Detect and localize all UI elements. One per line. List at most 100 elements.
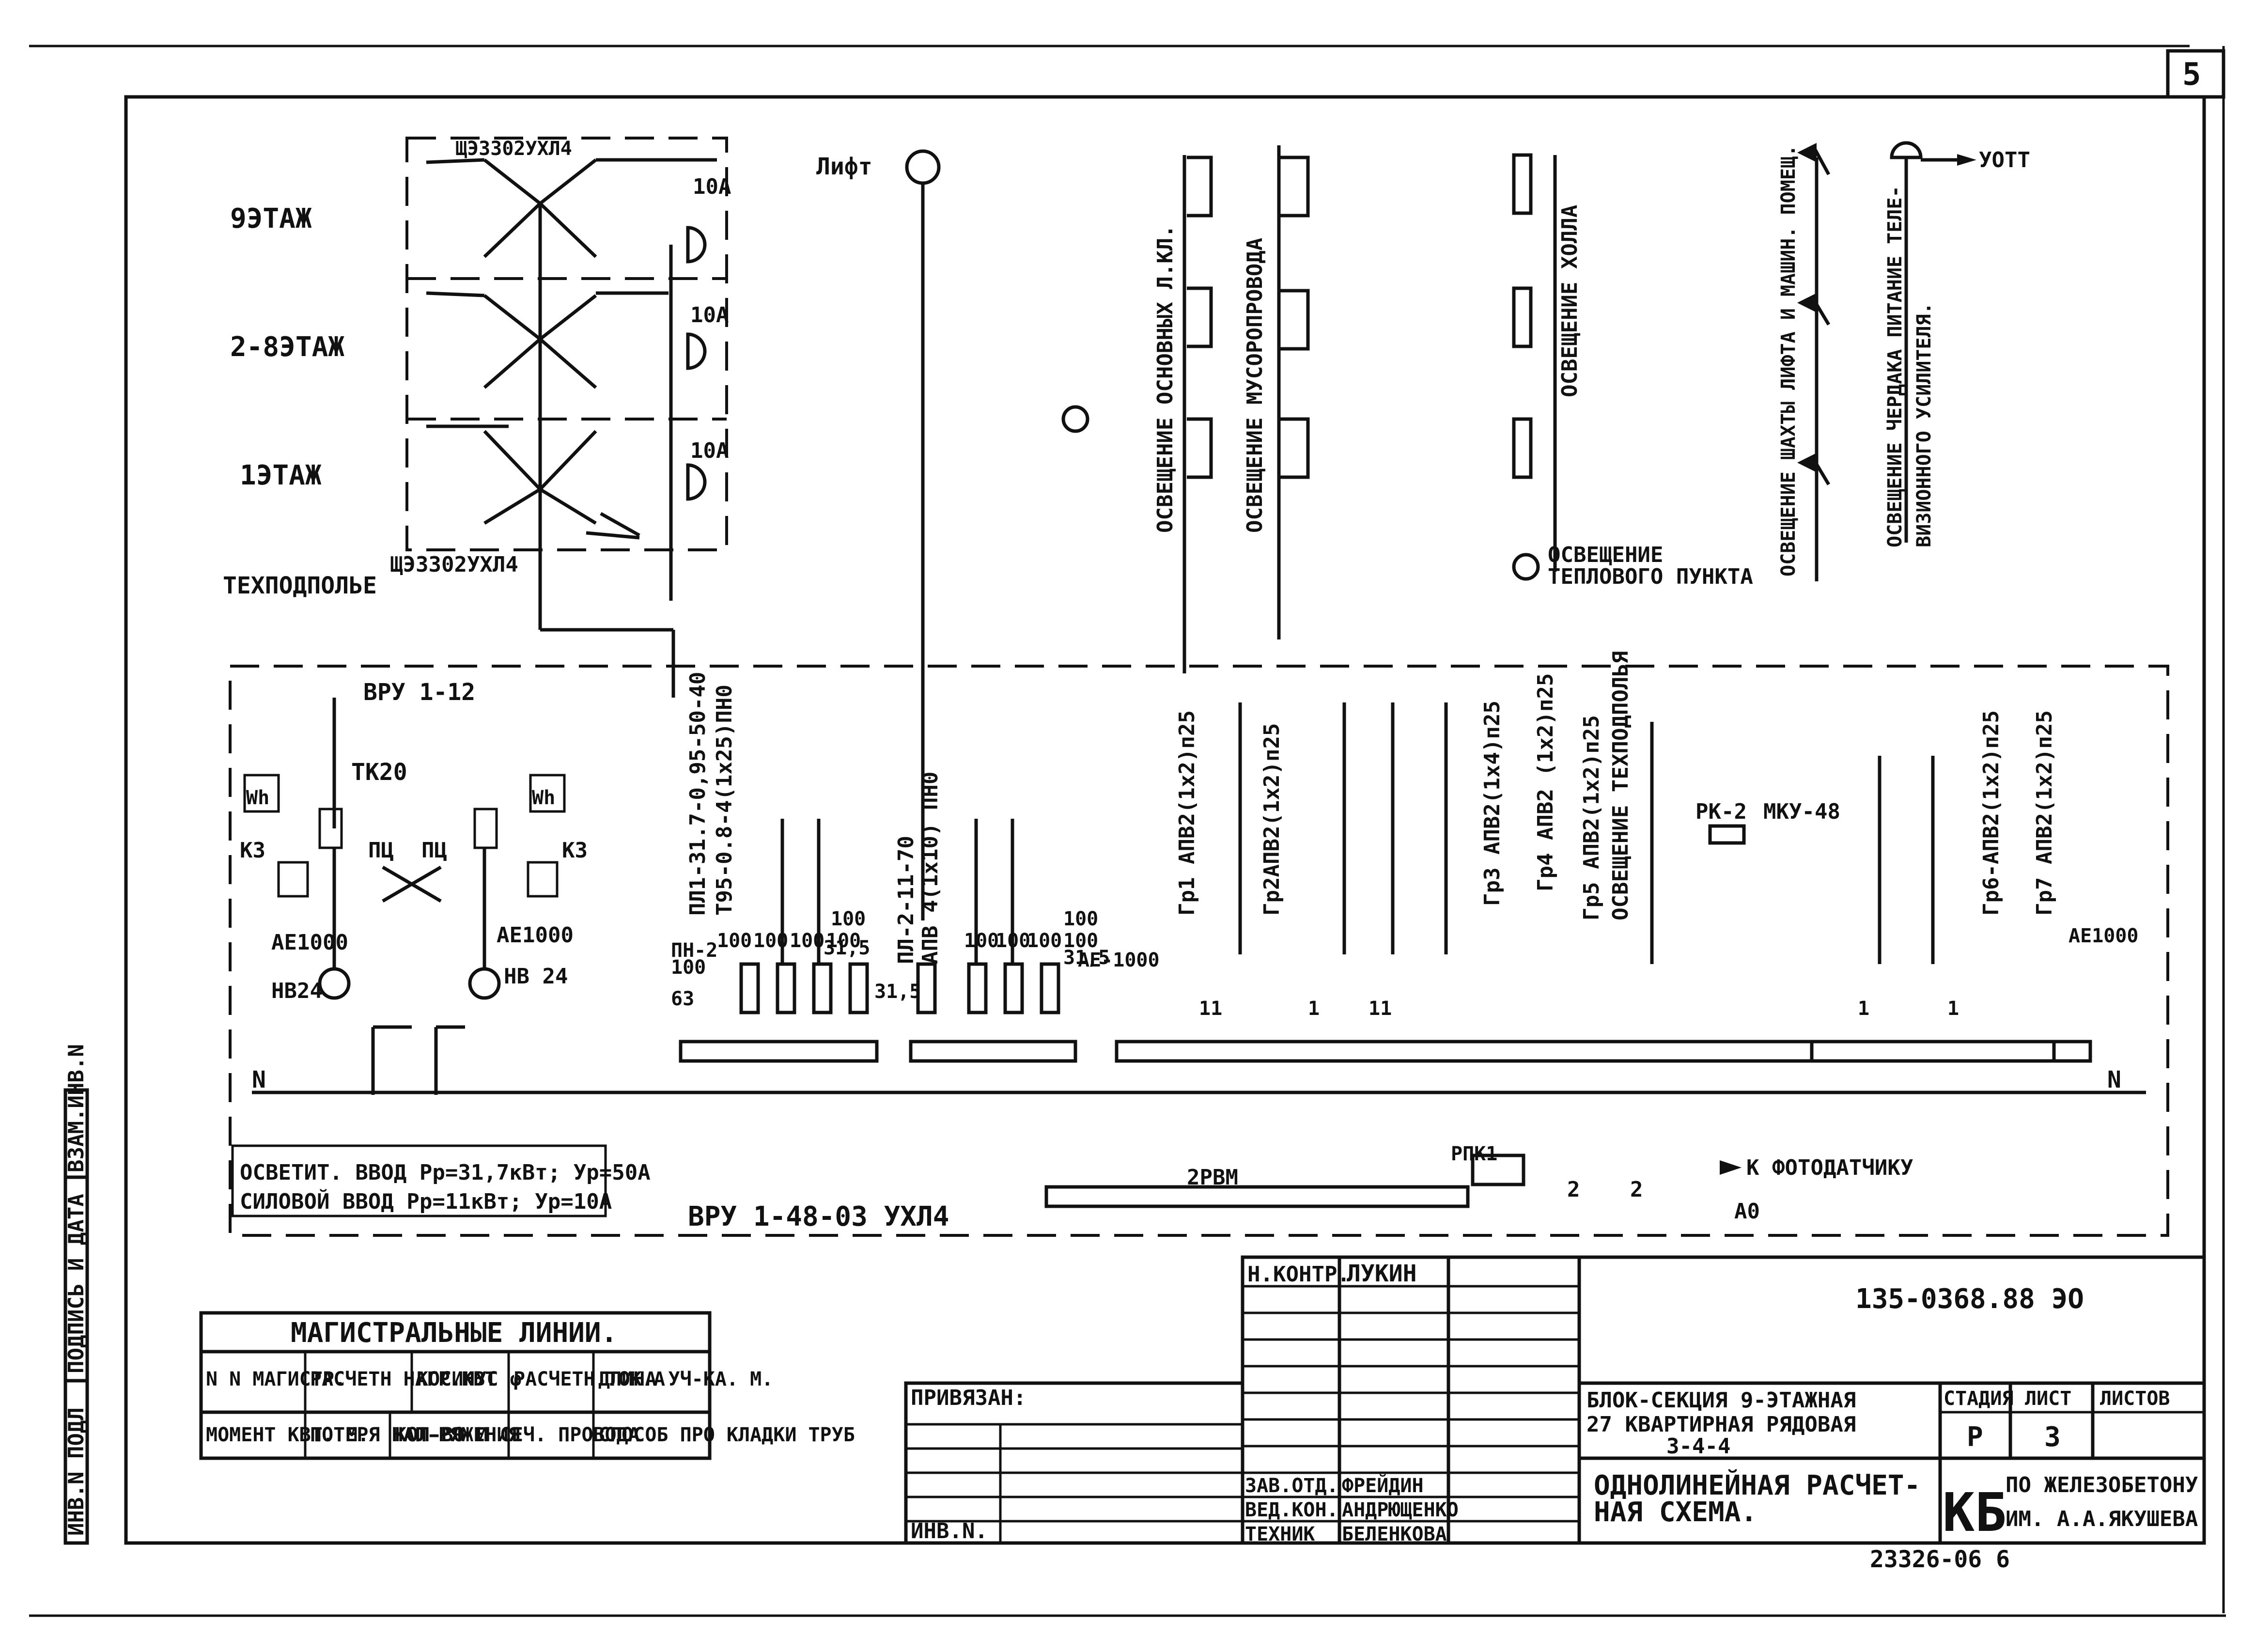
tb-name-3: БЕЛЕНКОВА [1342, 1523, 1447, 1545]
floor-2-8-label: 2-8ЭТАЖ [230, 331, 344, 363]
tb-lukin: ЛУКИН [1347, 1260, 1417, 1287]
group5-purpose: ОСВЕЩЕНИЕ ТЕХПОДПОЛЬЯ [1608, 651, 1633, 920]
k3-right: К3 [562, 838, 588, 863]
tb-archive: 23326-06 6 [1870, 1546, 2010, 1573]
pc2-label: ПЦ [421, 838, 447, 863]
tb-role-3: ТЕХНИК [1245, 1523, 1315, 1545]
photo-arrow-icon [1720, 1160, 1742, 1175]
wh-right: Wh [532, 787, 555, 809]
group6-cable: Гр6-АПВ2(1х2)п25 [1979, 710, 2004, 916]
tb-block-1: БЛОК-СЕКЦИЯ 9-ЭТАЖНАЯ [1586, 1388, 1856, 1413]
group1-cable: Гр1 АПВ2(1х2)п25 [1175, 710, 1199, 916]
tb-desc-1: ОДНОЛИНЕЙНАЯ РАСЧЕТ- [1594, 1469, 1920, 1501]
rvm-label: 2РВМ [1187, 1165, 1238, 1190]
label-garbage-chute: ОСВЕЩЕНИЕ МУСОРОПРОВОДА [1243, 238, 1267, 533]
mains-h2-0: МОМЕНТ КВТ. М. [206, 1424, 369, 1446]
label-main-stairs: ОСВЕЩЕНИЕ ОСНОВНЫХ Л.КЛ. [1153, 225, 1178, 533]
breaker-ae-right: АЕ1000 [2068, 925, 2139, 947]
cable1-line1: ПЛ1-31.7-0,95-50-40 [685, 672, 710, 916]
contact-2b: 2 [1630, 1177, 1643, 1202]
tb-block-2: 27 КВАРТИРНАЯ РЯДОВАЯ [1586, 1412, 1856, 1437]
cable1-line2: Т95-0.8-4(1х25)ПН0 [712, 685, 737, 916]
tb-role-1: ЗАВ.ОТД. [1245, 1475, 1338, 1497]
fuse2-extra2: 31,5 [1063, 947, 1110, 969]
breaker-count-0: 11 [1199, 997, 1222, 1020]
group4-cable: Гр4 АПВ2 (1х2)п25 [1533, 673, 1558, 891]
tb-block-3: 3-4-4 [1666, 1434, 1730, 1459]
fuse1-r1: 100 [753, 930, 788, 952]
mains-h1-0: N N МАГИСТР. [206, 1368, 346, 1390]
breaker-count-2: 11 [1369, 997, 1392, 1020]
fuse1-r4: 100 [831, 908, 866, 930]
fuse1-pn: ПН-2 [671, 939, 717, 962]
vru-bottom-label: ВРУ 1-48-03 УХЛ4 [688, 1201, 949, 1232]
label-uott: УОТТ [1979, 148, 2030, 172]
tb-inv: ИНВ.N. [911, 1519, 988, 1543]
fuse2-r3: 100 [1063, 930, 1098, 952]
tb-name-2: АНДРЮЩЕНКО [1342, 1499, 1459, 1521]
tb-privyazan: ПРИВЯЗАН: [911, 1386, 1026, 1410]
fuse-rating-9: 10А [693, 174, 731, 199]
fuse2-r0: 100 [964, 930, 999, 952]
rpk-label: РПК1 [1451, 1143, 1497, 1165]
mains-h2-2: КОЛ-ВО И СЕЧ. ПРОВОДА [395, 1424, 640, 1446]
fuse1-extra2: 31,5 [874, 981, 921, 1003]
mains-h1-2: КОСИНУС φ [417, 1368, 522, 1390]
fuse1-extra: 31,5 [824, 937, 870, 959]
group7-cable: Гр7 АПВ2(1х2)п25 [2032, 710, 2057, 916]
pc1-label: ПЦ [368, 838, 394, 863]
fuse1-r0: 100 [717, 930, 752, 952]
vru-cabinet [229, 665, 2169, 1237]
fuse2-extra: 100 [1063, 908, 1098, 930]
k3-left: К3 [240, 838, 265, 863]
ae-right: АЕ1000 [497, 923, 574, 948]
breaker-ae-main: АЕ-1000 [1078, 949, 1160, 971]
tb-stage-v: Р [1967, 1421, 1983, 1453]
floor-1-label: 1ЭТАЖ [240, 460, 322, 491]
tb-org-1: ПО ЖЕЛЕЗОБЕТОНУ [2006, 1473, 2198, 1497]
floor-9-label: 9ЭТАЖ [230, 203, 312, 234]
tb-n-kontr: Н.КОНТР. [1247, 1262, 1350, 1287]
tb-stage-h: СТАДИЯ [1944, 1387, 2014, 1410]
mains-title: МАГИСТРАЛЬНЫЕ ЛИНИИ. [291, 1317, 617, 1349]
group3-cable: Гр3 АПВ2(1х4)п25 [1480, 701, 1505, 906]
tb-name-1: ФРЕЙДИН [1342, 1474, 1424, 1497]
ae-left: АЕ1000 [271, 930, 348, 955]
breaker-count-1: 1 [1308, 997, 1320, 1020]
lift-feeder [905, 149, 941, 920]
power-input: СИЛОВОЙ ВВОД Рр=11кВт; Ур=10А [240, 1188, 612, 1214]
mains-h1-1: РАСЧЕТН НАГР.КВТ [310, 1368, 497, 1390]
fuse1-first-top: 100 [671, 956, 706, 979]
tb-sheet-h: ЛИСТ [2025, 1387, 2071, 1410]
lighting-risers [1061, 141, 1976, 673]
sheet-corner-number: 5 [2182, 57, 2201, 93]
stamp-sign-date: ПОДПИСЬ И ДАТА [64, 1194, 89, 1373]
breaker-count-3: 1 [1858, 997, 1869, 1020]
photo-sensor-label: К ФОТОДАТЧИКУ [1746, 1155, 1913, 1180]
tb-sheets-h: ЛИСТОВ [2100, 1387, 2170, 1410]
label-heat-point-1: ОСВЕЩЕНИЕ [1548, 543, 1663, 567]
label-attic-1: ОСВЕЩЕНИЕ ЧЕРДАКА ПИТАНИЕ ТЕЛЕ- [1884, 186, 1906, 547]
label-lift-shaft: ОСВЕЩЕНИЕ ШАХТЫ ЛИФТА И МАШИН. ПОМЕЩ. [1777, 145, 1800, 577]
mains-table [199, 1311, 712, 1460]
cable2-line1: ПЛ-2-11-70 [894, 836, 918, 964]
panel-bottom-label: ЩЭЗЗ02УХЛ4 [390, 552, 518, 577]
mains-h1-3: РАСЧЕТН ТОК.А [513, 1368, 665, 1390]
hb-left: НВ24 [271, 979, 323, 1003]
stamp-vzam: ВЗАМ.ИНВ.N [64, 1044, 89, 1172]
fuse-groups [679, 702, 2092, 1208]
cable2-line2: АПВ 4(1х10) ПН0 [918, 772, 943, 964]
tb-org-2: ИМ. А.А.ЯКУШЕВА [2006, 1507, 2198, 1531]
tk-label: ТК20 [351, 759, 407, 786]
vru-label: ВРУ 1-12 [363, 679, 475, 706]
fuse1-r3: 100 [826, 930, 861, 952]
tb-role-2: ВЕД.КОН. [1245, 1499, 1338, 1521]
floor-risers [405, 137, 728, 698]
fuse2-r1: 100 [995, 930, 1030, 952]
fuse1-first-bottom: 63 [671, 988, 694, 1010]
rk2-label: РК-2 [1695, 799, 1747, 824]
tb-code: 135-0368.88 ЭО [1855, 1283, 2084, 1315]
wh-left: Wh [246, 787, 269, 809]
fuse-rating-1: 10А [690, 438, 729, 463]
